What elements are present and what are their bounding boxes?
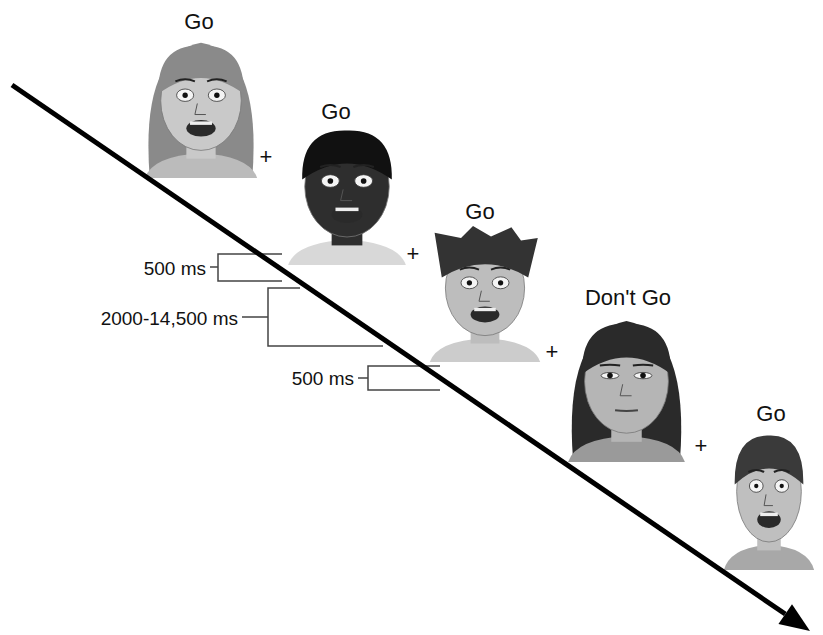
face-part [186,120,215,137]
time-brackets [210,254,440,390]
bracket [210,254,282,281]
face-part [780,484,784,488]
face-part [640,373,646,379]
face-part [757,511,781,528]
face-photo [288,131,406,265]
face-part [158,45,243,93]
face-part [754,484,758,488]
duration-label: 500 ms [144,259,206,278]
face-part [607,373,613,379]
face-part [601,372,619,378]
face-part [582,324,671,374]
fixation-cross: + [546,341,559,363]
face-part [460,268,479,270]
face-photo [145,43,257,178]
duration-label: 2000-14,500 ms [101,309,238,328]
face-part [620,384,631,396]
face-part [335,208,358,212]
face-part [320,165,340,167]
condition-label: Go [321,101,350,123]
face-part [735,436,804,485]
face-part [764,494,773,505]
face-part [600,364,620,367]
face-part [492,277,509,289]
face-photo [724,436,814,570]
face-part [361,178,367,184]
face-photo [568,321,685,462]
face-part [208,89,225,101]
face-part [774,470,790,472]
face-part [479,291,490,302]
condition-label: Go [756,403,785,425]
face-part [572,321,681,462]
fixation-cross: + [695,435,708,457]
duration-label: 500 ms [292,369,354,388]
face-part [491,268,510,270]
face-part [328,178,334,184]
condition-label: Don't Go [585,287,671,309]
face-photos [145,43,814,570]
face-part [775,480,789,493]
face-part [749,480,763,493]
face-part [321,175,339,188]
face-part [355,175,373,188]
face-part [634,372,652,378]
face-part [760,513,778,517]
face-part [332,206,363,223]
face-part [177,89,194,101]
face-part [175,79,195,81]
face-part [748,470,764,472]
face-photo [430,226,540,362]
face-part [633,364,653,367]
fixation-cross: + [260,146,273,168]
face-part [435,226,538,277]
face-part [207,79,227,81]
face-part [341,189,353,200]
condition-label: Go [465,201,494,223]
face-part [474,308,496,311]
face-part [461,277,478,289]
face-part [498,280,503,285]
time-arrow [12,85,810,631]
face-part [195,103,206,114]
arrow-shaft [12,85,785,614]
face-part [182,93,187,98]
face-part [148,43,253,178]
face-part [353,165,373,167]
fixation-cross: + [407,243,420,265]
face-part [302,131,392,180]
face-part [471,307,500,323]
face-part [214,93,219,98]
face-part [615,409,638,412]
face-part [190,121,212,124]
condition-label: Go [184,11,213,33]
arrow-head [778,604,810,631]
bracket [242,288,383,346]
face-part [467,280,472,285]
